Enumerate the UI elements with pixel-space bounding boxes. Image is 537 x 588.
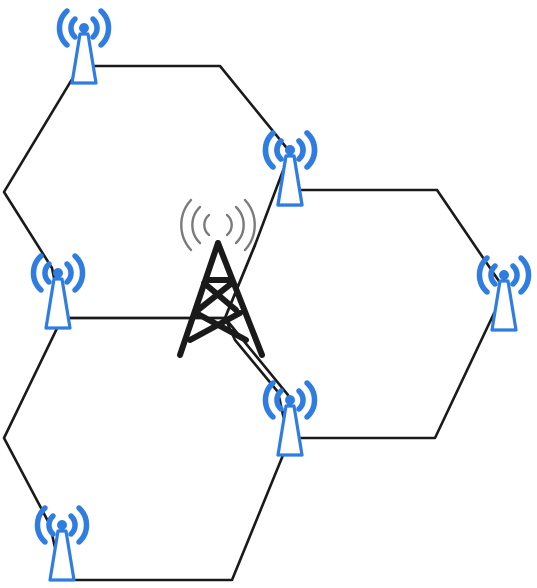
access-point-mast	[70, 32, 98, 85]
access-point-emitter	[499, 270, 509, 280]
access-point-emitter	[79, 23, 89, 33]
access-point-mast	[276, 154, 304, 207]
access-point-wave-right-inner	[510, 263, 520, 287]
access-point-wave-left-outer	[56, 8, 70, 48]
access-point-wave-left-inner	[274, 138, 284, 162]
tower-wave-right-3	[243, 198, 256, 252]
access-point-wave-right-outer	[76, 505, 90, 545]
tower-wave-right-2	[234, 205, 245, 245]
tower-signal-dot	[214, 221, 222, 229]
access-point-wave-left-inner	[42, 261, 52, 285]
cell-tower-icon	[177, 198, 265, 358]
cell-outlines	[2, 64, 507, 582]
access-point-wave-right-outer	[518, 255, 532, 295]
wireless-access-point-icon	[262, 130, 318, 207]
access-point-emitter	[285, 395, 295, 405]
access-point-wave-left-inner	[274, 388, 284, 412]
access-point-wave-right-inner	[296, 388, 306, 412]
tower-wave-right-1	[225, 213, 233, 237]
access-point-mast	[490, 279, 518, 332]
access-point-emitter	[285, 145, 295, 155]
access-point-wave-left-outer	[476, 255, 490, 295]
tower-wave-left-2	[191, 205, 202, 245]
tower-signal-waves	[180, 198, 256, 252]
access-point-wave-left-outer	[262, 380, 276, 420]
access-point-wave-right-outer	[304, 130, 318, 170]
wireless-access-point-icon	[262, 380, 318, 457]
wireless-access-point-icon	[34, 505, 90, 582]
access-point-emitter	[53, 268, 63, 278]
access-point-wave-left-inner	[68, 16, 78, 40]
tower-left-leg	[177, 240, 221, 358]
access-points	[30, 8, 532, 582]
tower-brace-4	[187, 310, 243, 343]
wireless-access-point-icon	[30, 253, 86, 330]
tower-brace-1	[201, 280, 239, 313]
lower-left-hex-cell	[2, 316, 292, 582]
access-point-wave-right-inner	[64, 261, 74, 285]
access-point-wave-left-outer	[262, 130, 276, 170]
access-point-wave-left-inner	[46, 513, 56, 537]
tower-wave-left-3	[180, 198, 193, 252]
access-point-wave-right-outer	[72, 253, 86, 293]
access-point-wave-left-inner	[488, 263, 498, 287]
tower-right-leg	[215, 240, 265, 358]
access-point-wave-right-outer	[304, 380, 318, 420]
access-point-wave-right-inner	[90, 16, 100, 40]
access-point-wave-right-inner	[68, 513, 78, 537]
access-point-wave-right-outer	[98, 8, 112, 48]
access-point-wave-left-outer	[30, 253, 44, 293]
access-point-wave-left-outer	[34, 505, 48, 545]
tower-brace-2	[195, 280, 235, 313]
access-point-mast	[48, 529, 76, 582]
wireless-access-point-icon	[476, 255, 532, 332]
access-point-mast	[276, 404, 304, 457]
access-point-mast	[44, 277, 72, 330]
wireless-access-point-icon	[56, 8, 112, 85]
access-point-wave-right-inner	[296, 138, 306, 162]
tower-wave-left-1	[203, 213, 211, 237]
tower-lattice	[177, 240, 265, 358]
access-point-emitter	[57, 520, 67, 530]
